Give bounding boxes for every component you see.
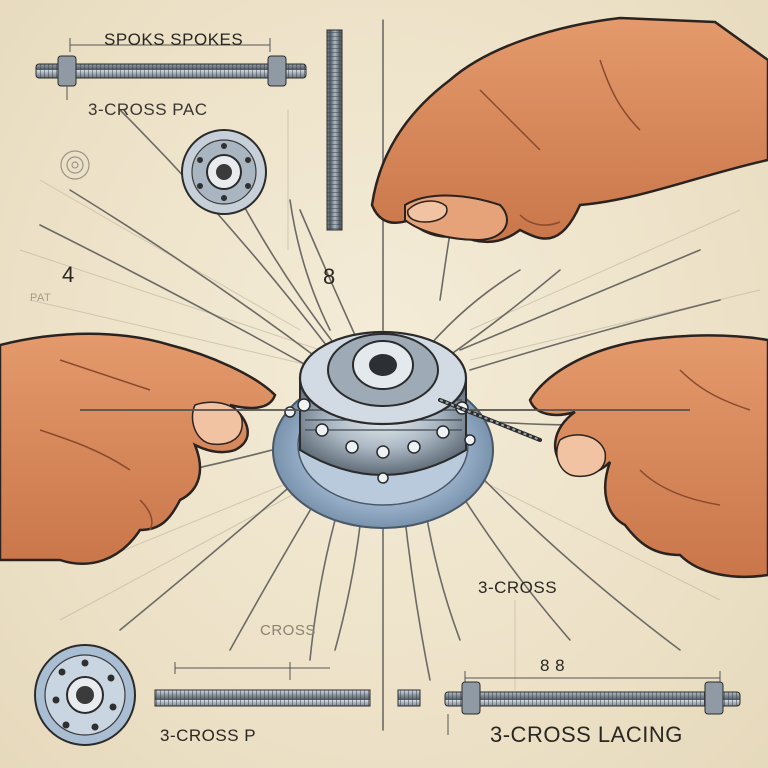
- label-number-center: 8: [323, 264, 336, 289]
- label-top-left: 3-CROSS PAC: [88, 100, 208, 119]
- hand-right: [528, 334, 768, 579]
- label-bottom-right: 3-CROSS LACING: [490, 722, 683, 747]
- hub-flange-small-bottom: [34, 644, 136, 746]
- spoke-rod-top: [35, 38, 307, 100]
- spoke-rod-bottom-left: [154, 662, 421, 707]
- hub-flange-small-top: [181, 129, 267, 215]
- hand-top-right: [370, 16, 768, 244]
- spoke-rod-bottom-right: [444, 671, 741, 735]
- background-guide-lines: [19, 110, 761, 690]
- central-hub: [272, 330, 494, 529]
- label-bottom-left: 3-CROSS P: [160, 726, 257, 745]
- nipple-sketch: [60, 150, 90, 180]
- label-number-left: 4: [62, 262, 75, 287]
- threaded-spoke-end: [438, 398, 542, 442]
- label-center-bottom: CROSS: [260, 622, 316, 639]
- label-faint-left: PAT: [30, 292, 52, 304]
- hand-left: [0, 332, 277, 565]
- label-bottom-dim: 8 8: [540, 656, 566, 675]
- label-top-title: SPOKS SPOKES: [104, 30, 244, 49]
- label-right-mid: 3-CROSS: [478, 578, 558, 597]
- spoke-rod-vertical: [326, 29, 343, 231]
